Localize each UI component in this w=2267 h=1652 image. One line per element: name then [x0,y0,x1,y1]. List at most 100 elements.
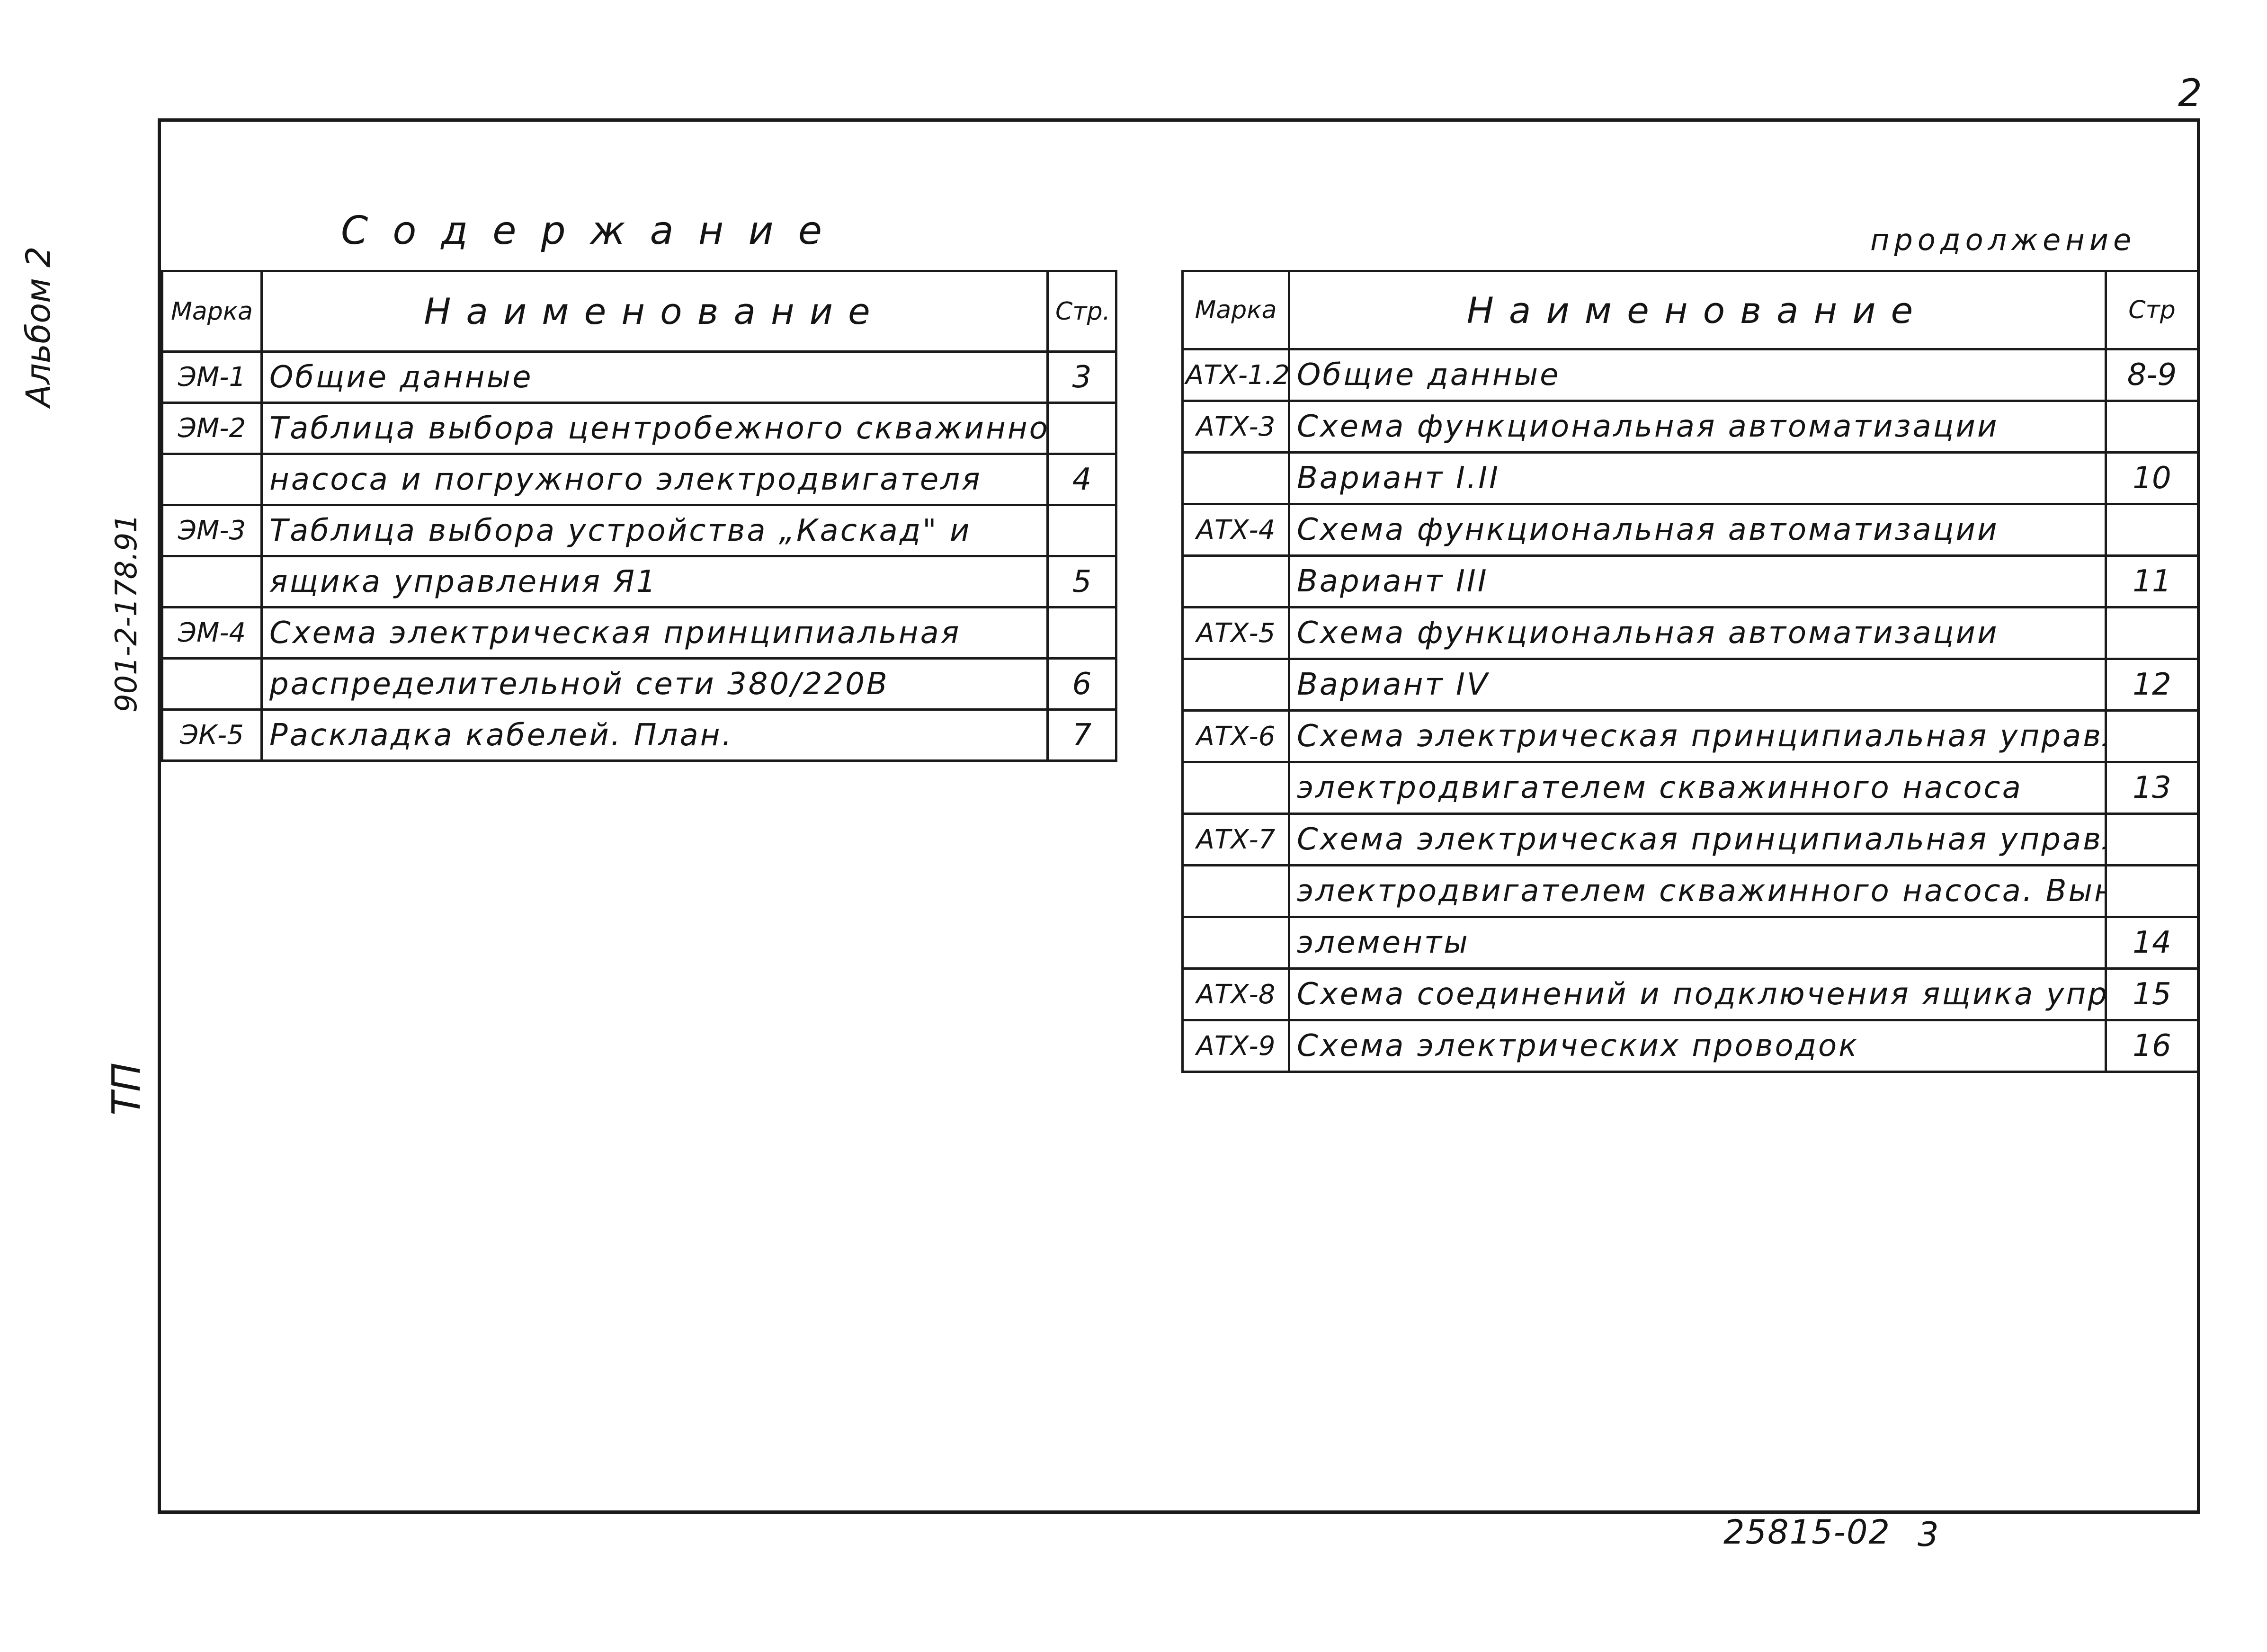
row-page: 13 [2105,761,2199,815]
row-page [1046,504,1117,557]
row-page [2105,503,2199,557]
row-name: распределительной сети 380/220В [260,657,1049,711]
row-name: Таблица выбора устройства „Каскад" и [260,504,1049,557]
page-title: Содержание [341,208,847,253]
row-name: Схема функциональная автоматизации [1288,400,2107,454]
row-page: 7 [1046,708,1117,762]
archive-code: 25815-02 [1723,1513,1891,1552]
row-name: элементы [1288,916,2107,970]
series-label: ТП [104,1063,149,1116]
row-page: 8-9 [2105,348,2199,402]
row-mark: АТХ-3 [1181,400,1290,454]
row-mark [1181,554,1290,608]
row-name: электродвигателем скважинного насоса. Вы… [1288,864,2107,918]
row-page: 14 [2105,916,2199,970]
row-page: 12 [2105,658,2199,712]
row-name: электродвигателем скважинного насоса [1288,761,2107,815]
column-header-page: Стр [2105,270,2199,350]
row-mark: АТХ-8 [1181,967,1290,1021]
column-header-name: Наименование [1288,270,2107,350]
row-page: 6 [1046,657,1117,711]
row-mark: АТХ-5 [1181,606,1290,660]
row-mark [1181,761,1290,815]
row-page [2105,400,2199,454]
row-name: Вариант I.II [1288,451,2107,505]
row-mark: ЭК-5 [161,708,263,762]
row-page: 11 [2105,554,2199,608]
row-name: Раскладка кабелей. План. [260,708,1049,762]
row-page [2105,864,2199,918]
row-mark: АТХ-4 [1181,503,1290,557]
row-page: 16 [2105,1019,2199,1073]
continuation-label: продолжение [1870,223,2136,257]
row-mark: АТХ-7 [1181,813,1290,866]
row-name: насоса и погружного электродвигателя [260,453,1049,506]
row-mark: ЭМ-4 [161,606,263,660]
row-name: Общие данные [1288,348,2107,402]
row-mark: ЭМ-2 [161,402,263,455]
row-mark: АТХ-9 [1181,1019,1290,1073]
row-name: Схема электрическая принципиальная управ… [1288,709,2107,763]
row-mark [1181,864,1290,918]
row-mark [1181,451,1290,505]
row-name: Вариант III [1288,554,2107,608]
row-page: 5 [1046,555,1117,608]
row-page: 15 [2105,967,2199,1021]
column-header-name: Наименование [260,270,1049,353]
album-label: Альбом 2 [19,246,58,407]
drawing-frame [158,118,2200,1514]
row-name: Таблица выбора центробежного скважинного [260,402,1049,455]
row-page [2105,709,2199,763]
row-name: Схема функциональная автоматизации [1288,503,2107,557]
row-page: 10 [2105,451,2199,505]
row-mark: АТХ-1.2 [1181,348,1290,402]
column-header-mark: Марка [1181,270,1290,350]
row-mark [1181,916,1290,970]
row-name: Схема электрическая принципиальная управ… [1288,813,2107,866]
row-mark: ЭМ-3 [161,504,263,557]
row-page: 3 [1046,350,1117,404]
row-name: Схема электрических проводок [1288,1019,2107,1073]
row-name: Общие данные [260,350,1049,404]
row-page: 4 [1046,453,1117,506]
row-page [2105,606,2199,660]
column-header-page: Стр. [1046,270,1117,353]
column-header-mark: Марка [161,270,263,353]
document-number: 901-2-178.91 [109,514,143,713]
row-name: ящика управления Я1 [260,555,1049,608]
row-page [2105,813,2199,866]
row-mark [1181,658,1290,712]
page-number: 2 [2178,71,2202,115]
row-mark [161,555,263,608]
table-row: электродвигателем скважинного насоса. Вы… [1181,864,2199,918]
row-name: Схема функциональная автоматизации [1288,606,2107,660]
row-page [1046,606,1117,660]
row-name: Схема соединений и подключения ящика упр… [1288,967,2107,1021]
row-mark [161,657,263,711]
row-name: Вариант IV [1288,658,2107,712]
row-mark [161,453,263,506]
row-mark: АТХ-6 [1181,709,1290,763]
